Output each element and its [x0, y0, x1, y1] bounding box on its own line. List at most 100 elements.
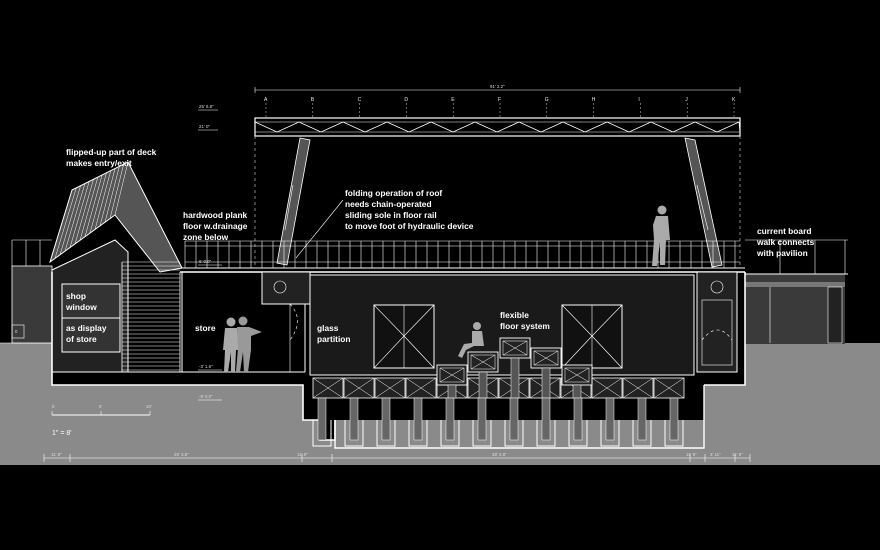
- truss-diagonal: [430, 121, 454, 133]
- deck-stripe: [74, 179, 94, 244]
- piston-housing: [408, 420, 428, 447]
- grid-letter: J: [685, 97, 688, 103]
- deck-railing: [184, 240, 740, 268]
- floor-module-cross: [622, 377, 654, 399]
- piston: [637, 397, 647, 441]
- raised-module-inner: [533, 350, 559, 366]
- truss-diagonal: [628, 121, 652, 133]
- piston-housing: [440, 420, 460, 447]
- piston-housing: [632, 420, 652, 447]
- deck-stripe: [94, 170, 112, 230]
- grid-letter: C: [358, 97, 362, 103]
- store-label: store: [195, 323, 216, 333]
- scale-tick-0: 0: [52, 404, 55, 409]
- piston: [509, 397, 519, 441]
- scale-tick-10: 10': [146, 404, 152, 409]
- truss-diagonal: [518, 121, 542, 133]
- truss-diagonal: [254, 121, 278, 133]
- truss-diagonal: [540, 121, 564, 133]
- zero-mark-text: 0: [15, 329, 18, 334]
- raised-module-inner: [564, 367, 590, 383]
- truss-diagonal: [320, 121, 344, 133]
- overall-dimension: 91' 2.2": [490, 84, 505, 89]
- person-store-2: [236, 316, 262, 372]
- raised-module-cross: [564, 367, 590, 383]
- scale-caption: 1" = 8': [52, 430, 72, 437]
- person-store-1: [223, 317, 239, 372]
- grid-letter: I: [638, 97, 639, 103]
- plank-label-1: hardwood plank: [183, 210, 248, 220]
- plank-label-3: zone below: [183, 232, 229, 242]
- scale-bar: [51, 411, 151, 416]
- piston: [413, 397, 423, 441]
- roof-label-1: folding operation of roof: [345, 188, 442, 198]
- grid-letter: K: [732, 97, 736, 103]
- grid-letter: F: [498, 97, 501, 103]
- display-label-1: as display: [66, 323, 107, 333]
- shop-label-2: window: [65, 302, 97, 312]
- flexible-floor-system: [312, 337, 705, 449]
- roof-leader: [295, 199, 344, 259]
- bottom-dimension: 11' 8": [51, 452, 62, 457]
- deck-stripe: [79, 177, 99, 241]
- raised-module-cross: [470, 354, 496, 370]
- raised-module-inner: [470, 354, 496, 370]
- deck-stripe: [89, 172, 107, 234]
- raised-module-post: [510, 357, 520, 399]
- piston: [445, 397, 455, 441]
- raised-module-inner: [502, 340, 528, 356]
- bottom-dimension: 11' 8": [686, 452, 697, 457]
- roof-truss: [254, 117, 741, 137]
- board-label-3: with pavilion: [756, 248, 808, 258]
- truss-diagonal: [276, 121, 300, 133]
- truss-diagonal: [672, 121, 696, 133]
- elev-deck: 6' 0.0": [199, 259, 212, 264]
- person-seated: [458, 322, 484, 358]
- deck-stripe: [104, 166, 120, 223]
- plank-label-2: floor w.drainage: [183, 221, 248, 231]
- raised-module-cross: [502, 340, 528, 356]
- deck-stripe: [54, 187, 77, 259]
- piston-housing: [504, 420, 524, 447]
- floor-module-cross: [374, 377, 406, 399]
- truss-diagonal: [650, 121, 674, 133]
- floor-module-cross: [405, 377, 437, 399]
- deck-stripe: [109, 164, 124, 219]
- deck-stripe: [59, 185, 81, 255]
- left-walkway: [11, 239, 53, 344]
- raised-module-post: [478, 371, 488, 399]
- piston-housing: [568, 420, 588, 447]
- piston: [605, 397, 615, 441]
- truss-diagonal: [562, 121, 586, 133]
- deck-stripe: [49, 189, 73, 263]
- elev-2: 21' 0": [199, 124, 210, 129]
- truss-diagonal: [408, 121, 432, 133]
- hydraulic-arm-left: [276, 137, 311, 266]
- shop-label-1: shop: [66, 291, 86, 301]
- flex-label-1: flexible: [500, 310, 529, 320]
- display-label-2: of store: [66, 334, 97, 344]
- zero-marker: [11, 324, 25, 339]
- floor-module-cross: [653, 377, 685, 399]
- piston: [573, 397, 583, 441]
- ground-fill: [0, 343, 880, 465]
- piston-housing: [536, 420, 556, 447]
- raised-module-post: [572, 384, 582, 399]
- truss-diagonal: [694, 121, 718, 133]
- deck-label-2: makes entry/exit: [66, 158, 132, 168]
- board-label-1: current board: [757, 226, 811, 236]
- grid-letter: A: [264, 97, 268, 103]
- roof-label-2: needs chain-operated: [345, 199, 432, 209]
- bottom-dimension: 11' 8": [297, 452, 308, 457]
- piston: [477, 397, 487, 441]
- piston-housing: [664, 420, 684, 447]
- flex-label-2: floor system: [500, 321, 550, 331]
- piston-housing: [600, 420, 620, 447]
- floor-module-cross: [343, 377, 375, 399]
- grid-letter: D: [404, 97, 408, 103]
- scale-tick-5: 5': [99, 404, 102, 409]
- raised-module-inner: [439, 367, 465, 383]
- glass-partition: [261, 271, 311, 372]
